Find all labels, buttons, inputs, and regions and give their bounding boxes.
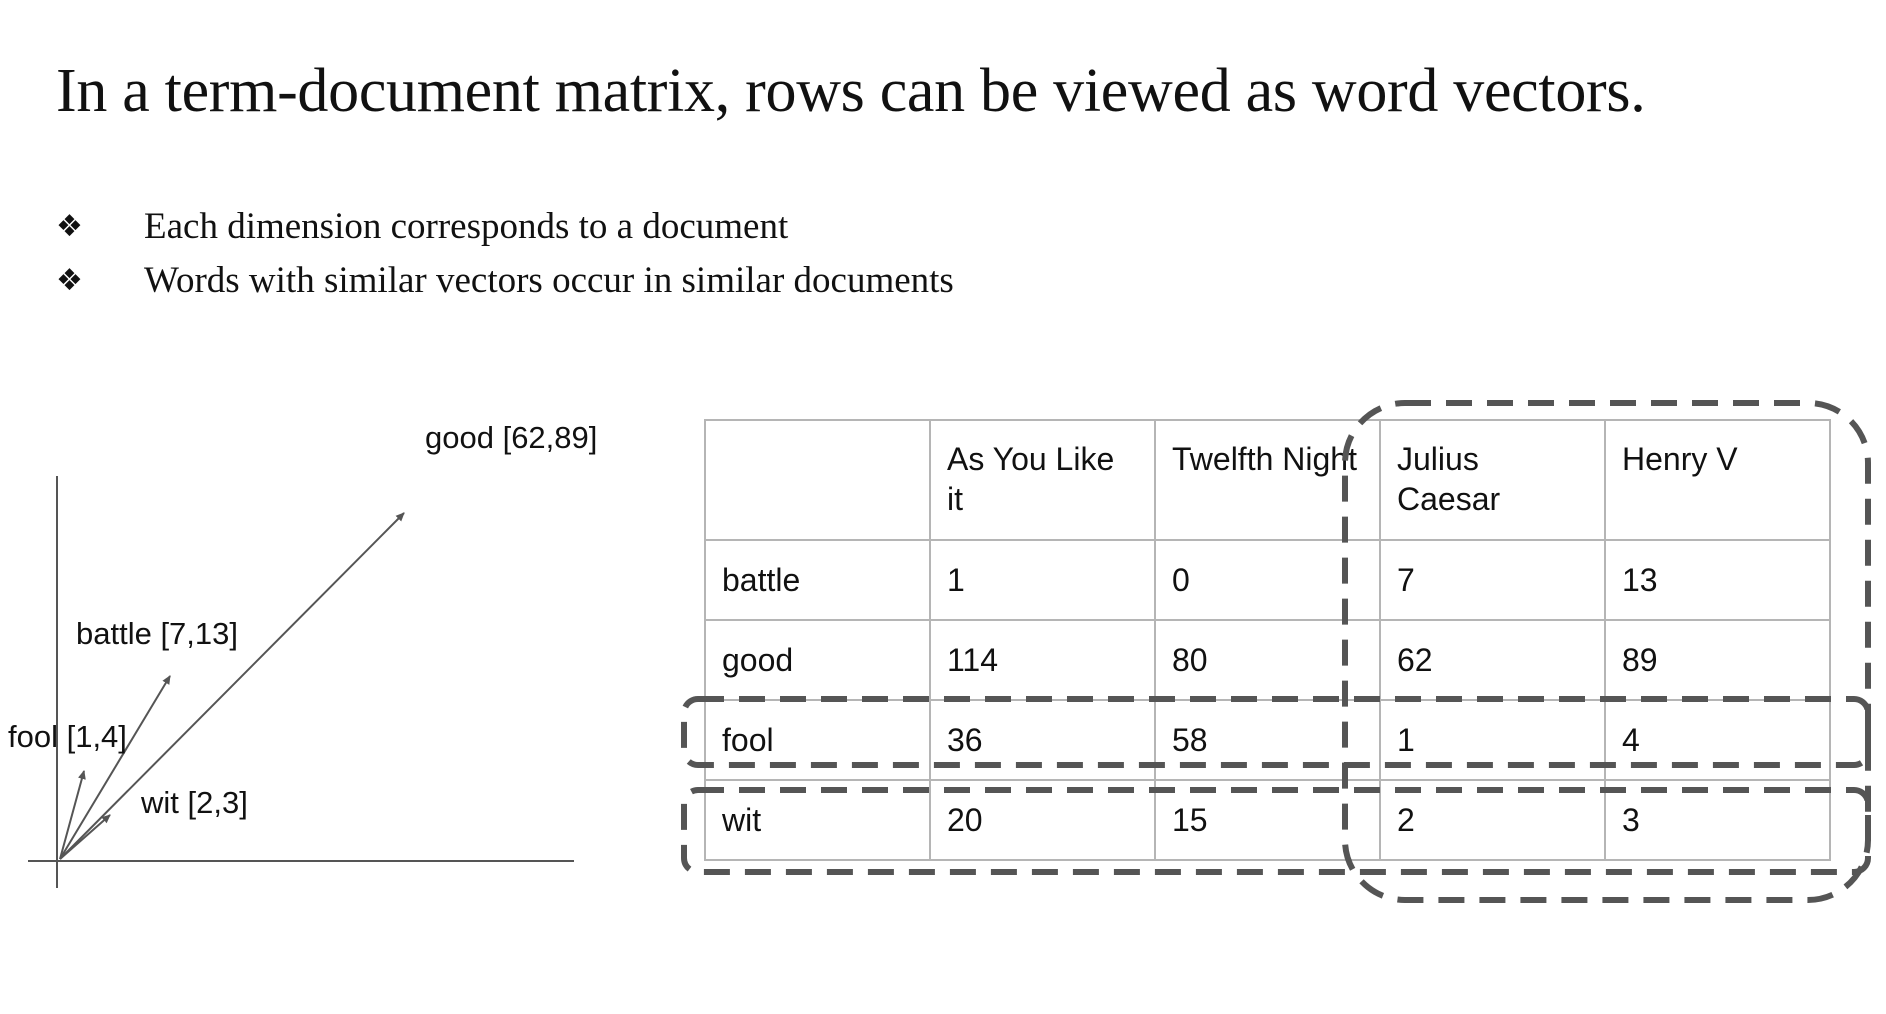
row-term: good: [704, 619, 931, 701]
column-header: Twelfth Night: [1154, 419, 1381, 541]
count-cell: 1: [1379, 699, 1606, 781]
column-header: Julius Caesar: [1379, 419, 1606, 541]
row-term: wit: [704, 779, 931, 861]
table-row: fool 36 58 1 4: [704, 699, 1831, 781]
count-cell: 13: [1604, 539, 1831, 621]
count-cell: 114: [929, 619, 1156, 701]
corner-cell: [704, 419, 931, 541]
vector-fool-arrow: [59, 770, 86, 860]
vector-fool-label: fool [1,4]: [8, 719, 127, 754]
diamond-bullet-icon: ❖: [56, 263, 83, 298]
vector-battle-arrow: [59, 675, 171, 860]
count-cell: 62: [1379, 619, 1606, 701]
count-cell: 20: [929, 779, 1156, 861]
diamond-bullet-icon: ❖: [56, 209, 83, 244]
count-cell: 1: [929, 539, 1156, 621]
count-cell: 80: [1154, 619, 1381, 701]
count-cell: 4: [1604, 699, 1831, 781]
table-row: good 114 80 62 89: [704, 619, 1831, 701]
vector-battle-label: battle [7,13]: [76, 616, 238, 651]
term-document-matrix: As You Like it Twelfth Night Julius Caes…: [704, 419, 1831, 861]
count-cell: 15: [1154, 779, 1381, 861]
column-header: As You Like it: [929, 419, 1156, 541]
vector-good-label: good [62,89]: [425, 420, 597, 455]
count-cell: 2: [1379, 779, 1606, 861]
count-cell: 0: [1154, 539, 1381, 621]
count-cell: 36: [929, 699, 1156, 781]
vector-wit-label: wit [2,3]: [140, 785, 248, 820]
header-row: As You Like it Twelfth Night Julius Caes…: [704, 419, 1831, 541]
bullet-text: Words with similar vectors occur in simi…: [144, 260, 954, 301]
table-row: battle 1 0 7 13: [704, 539, 1831, 621]
count-cell: 3: [1604, 779, 1831, 861]
vector-wit-arrow: [59, 814, 111, 860]
slide-title: In a term-document matrix, rows can be v…: [56, 57, 1646, 125]
count-cell: 7: [1379, 539, 1606, 621]
vector-good-arrow: [59, 512, 405, 860]
count-cell: 58: [1154, 699, 1381, 781]
vector-plot: good [62,89] battle [7,13] fool [1,4] wi…: [8, 420, 597, 888]
row-term: battle: [704, 539, 931, 621]
bullet-text: Each dimension corresponds to a document: [144, 206, 789, 247]
count-cell: 89: [1604, 619, 1831, 701]
column-header: Henry V: [1604, 419, 1831, 541]
row-term: fool: [704, 699, 931, 781]
table-row: wit 20 15 2 3: [704, 779, 1831, 861]
